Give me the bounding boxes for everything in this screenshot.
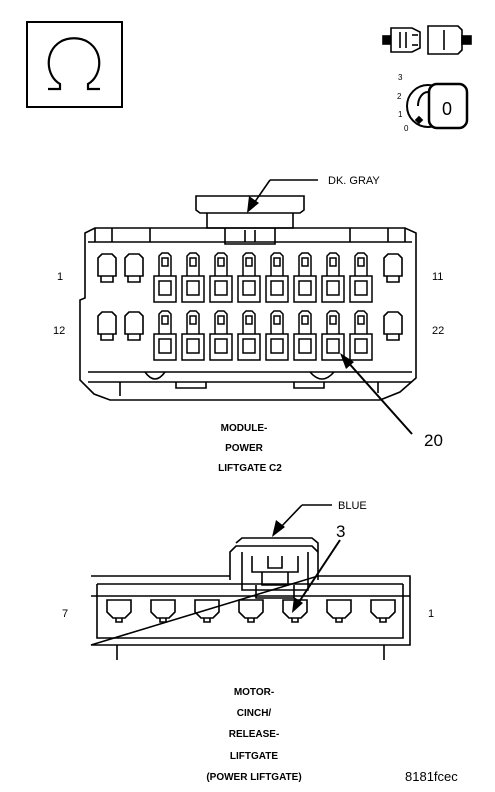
motor-pin-1-label: 1 <box>428 608 434 620</box>
c2-pin-20-callout: 20 <box>340 353 443 450</box>
c2-title-line2: POWER <box>225 443 264 454</box>
key-off-label: 0 <box>442 99 452 119</box>
motor-title-line4: LIFTGATE <box>230 751 278 762</box>
c2-pin-12-label: 12 <box>53 325 65 337</box>
connector-c2 <box>79 195 417 401</box>
c2-title-line3: LIFTGATE C2 <box>218 463 282 474</box>
c2-pin-cavity <box>209 252 233 303</box>
key-position-1: 1 <box>398 110 403 119</box>
motor-pin-3-callout: 3 <box>292 522 345 613</box>
motor-terminal <box>282 599 308 623</box>
c2-pin-cavity <box>349 252 373 303</box>
c2-pin-22-label: 22 <box>432 325 444 337</box>
c2-title: MODULE- POWER LIFTGATE C2 <box>218 423 282 474</box>
motor-pin-3-label: 3 <box>336 522 345 541</box>
motor-connector-terminals <box>106 599 396 623</box>
c2-wire-color-label: DK. GRAY <box>328 175 380 187</box>
motor-terminal <box>106 599 132 623</box>
c2-pin-cavity <box>321 310 345 361</box>
c2-pin-cavity <box>209 310 233 361</box>
c2-pin-1-label: 1 <box>57 271 63 283</box>
motor-terminal <box>194 599 220 623</box>
ignition-key-off-icon: 3 2 1 0 0 <box>397 73 469 133</box>
c2-pin-cavity <box>153 310 177 361</box>
connector-c2-pin-grid <box>153 252 373 361</box>
c2-pin-cavity <box>237 310 261 361</box>
motor-wire-color-label: BLUE <box>338 500 367 512</box>
motor-connector <box>90 537 411 660</box>
c2-pin-20-label: 20 <box>424 431 443 450</box>
c2-pin-cavity <box>265 310 289 361</box>
motor-terminal <box>238 599 264 623</box>
motor-terminal <box>370 599 396 623</box>
c2-wire-color-callout: DK. GRAY <box>247 175 380 213</box>
ohmmeter-icon <box>26 21 123 108</box>
figure-id: 8181fcec <box>405 769 458 784</box>
motor-title-line5: (POWER LIFTGATE) <box>206 772 301 783</box>
motor-terminal <box>326 599 352 623</box>
key-position-3: 3 <box>398 73 403 82</box>
motor-pin-7-label: 7 <box>62 608 68 620</box>
c2-pin-cavity <box>181 310 205 361</box>
key-position-0: 0 <box>404 124 409 133</box>
motor-terminal <box>150 599 176 623</box>
c2-pin-cavity <box>237 252 261 303</box>
c2-pin-cavity <box>293 252 317 303</box>
c2-pin-cavity <box>321 252 345 303</box>
connector-disconnected-icon <box>382 25 472 55</box>
c2-pin-cavity <box>349 310 373 361</box>
connector-c2-side-posts <box>97 253 403 341</box>
motor-title-line2: CINCH/ <box>237 708 272 719</box>
c2-pin-cavity <box>265 252 289 303</box>
c2-pin-cavity <box>181 252 205 303</box>
motor-title-line1: MOTOR- <box>234 687 274 698</box>
c2-pin-cavity <box>153 252 177 303</box>
c2-pin-cavity <box>293 310 317 361</box>
c2-pin-11-label: 11 <box>432 271 443 283</box>
motor-wire-color-callout: BLUE <box>272 500 367 537</box>
c2-title-line1: MODULE- <box>221 423 268 434</box>
motor-title: MOTOR- CINCH/ RELEASE- LIFTGATE (POWER L… <box>206 687 301 783</box>
motor-title-line3: RELEASE- <box>229 729 280 740</box>
key-position-2: 2 <box>397 92 402 101</box>
